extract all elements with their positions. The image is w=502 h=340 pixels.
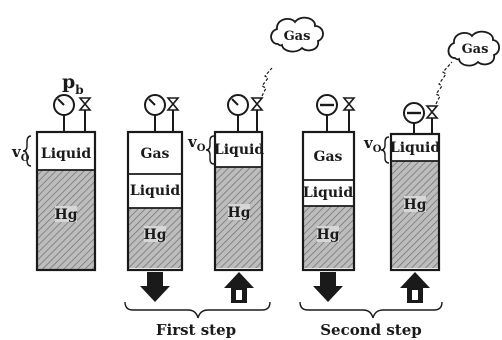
gas-cloud-label: Gas [284,29,311,44]
volume-brace [22,135,32,167]
liquid-label: Liquid [41,146,91,162]
pressure-gauge-icon [53,94,75,132]
hg-label: Hg [227,205,250,221]
liquid-label: Liquid [390,140,440,156]
liquid-phase [37,132,95,170]
hg-label: Hg [403,197,426,213]
valve-icon [78,97,92,132]
volume-brace [380,136,390,164]
arrow-down-icon [313,272,343,302]
cell-initial: pb vO Liquid Hg [11,71,97,272]
liquid-label: Liquid [214,142,264,158]
cell-wall [301,130,356,272]
valve-icon [342,97,356,132]
valve-icon [250,97,264,132]
cell-wall [389,132,441,272]
gas-cloud-icon [270,16,324,53]
cell-first-expanded: Gas Liquid Hg [126,94,184,302]
arrow-up-icon [224,272,254,303]
pressure-gauge-icon [403,102,425,134]
cell-second-compressed: Gas vO Liquid Hg [363,30,501,303]
gas-label: Gas [141,146,170,162]
second-step-brace [299,301,443,319]
cell-wall [213,130,264,272]
gas-cloud-icon [447,30,501,67]
cell-wall [126,130,184,272]
hg-label: Hg [316,227,339,243]
cell-second-expanded: Gas Liquid Hg [301,94,356,302]
pressure-symbol: pb [62,71,84,97]
arrow-down-icon [140,272,170,302]
pressure-gauge-icon [144,94,166,132]
gas-label: Gas [314,149,343,165]
volume-symbol: vO [363,134,382,155]
cell-first-compressed: Gas vO Liquid Hg [187,16,324,303]
hg-label: Hg [54,207,77,223]
pressure-gauge-icon [316,94,338,132]
liquid-label: Liquid [130,183,180,199]
gas-release-line [435,61,453,105]
gas-release-line [261,67,273,97]
liquid-label: Liquid [303,185,353,201]
mercury-phase [391,161,439,268]
volume-symbol: vO [11,143,30,164]
valve-icon [166,97,180,132]
second-step-label: Second step [320,321,422,339]
gas-cloud-label: Gas [462,42,489,57]
valve-icon [425,105,439,134]
hg-label: Hg [143,227,166,243]
volume-symbol: vO [187,133,206,154]
volume-brace [205,135,215,165]
arrow-up-icon [400,272,430,303]
cell-wall [35,130,97,272]
first-step-brace [124,301,271,319]
pressure-gauge-icon [227,94,249,132]
first-step-label: First step [156,321,236,339]
